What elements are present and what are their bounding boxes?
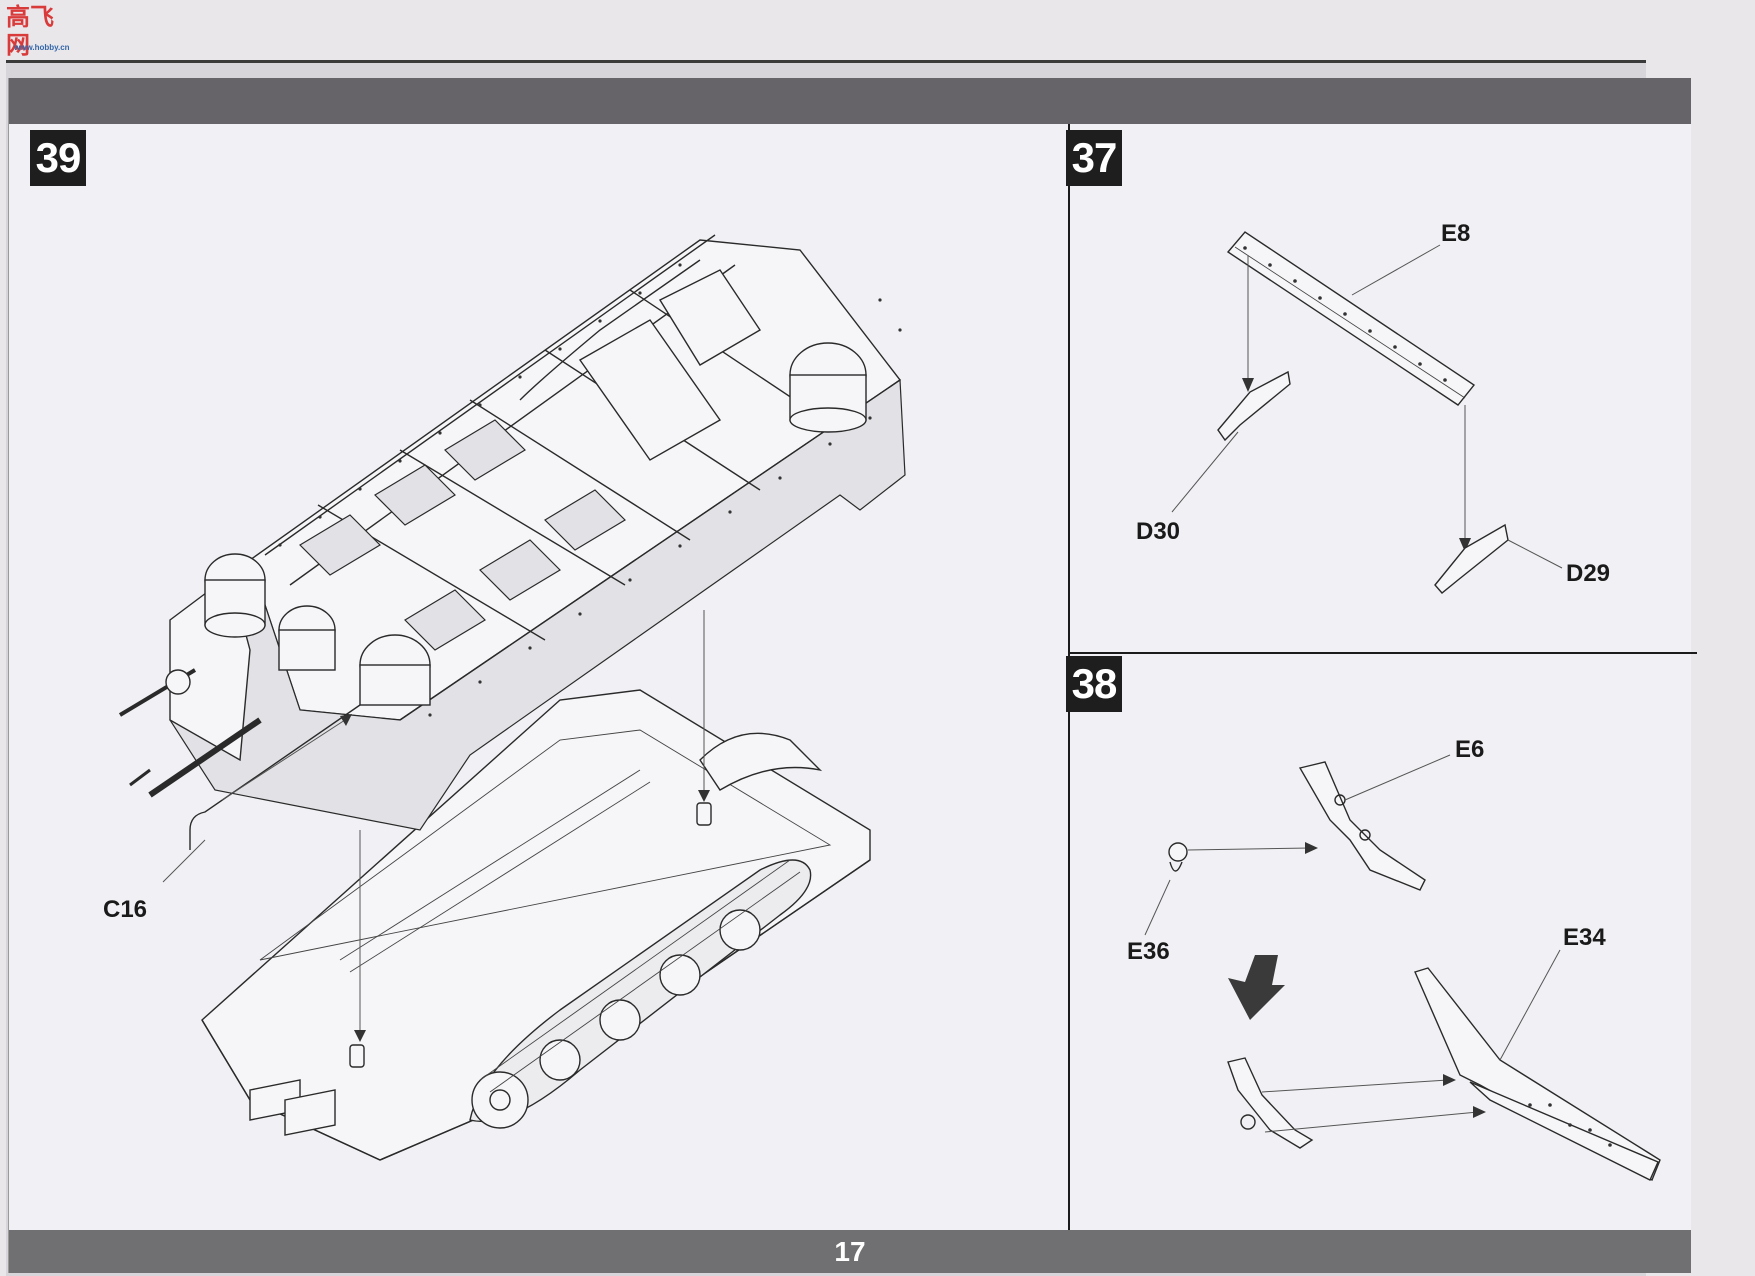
page-number: 17 — [834, 1236, 866, 1267]
logo-text: 高飞网 — [6, 4, 54, 59]
part-c16-drawing — [162, 704, 361, 883]
assembly-arrow — [1228, 955, 1285, 1020]
site-logo: 高飞网 www.hobby.cn — [6, 4, 76, 59]
logo-url: www.hobby.cn — [14, 43, 70, 52]
part-label-d30: D30 — [1136, 518, 1181, 545]
part-label-e36: E36 — [1127, 938, 1170, 965]
part-d29-drawing — [1434, 523, 1563, 594]
panel-divider-horizontal — [1069, 652, 1697, 654]
step-badge-38: 38 — [1066, 656, 1122, 712]
part-d30-drawing — [1171, 370, 1291, 513]
assembled-e6-drawing — [1227, 1057, 1486, 1149]
part-label-d29: D29 — [1566, 560, 1611, 587]
part-e34-drawing — [1414, 949, 1661, 1181]
part-label-c16: C16 — [103, 896, 148, 923]
bottom-band: 17 — [9, 1230, 1691, 1273]
part-e8-drawing — [1226, 231, 1476, 552]
top-band — [9, 78, 1691, 124]
upper-hull-drawing — [118, 234, 906, 1042]
part-label-e6: E6 — [1455, 736, 1485, 763]
step-badge-39: 39 — [30, 130, 86, 186]
part-e36-drawing — [1144, 842, 1318, 936]
lower-hull-drawing — [201, 689, 871, 1161]
part-label-e34: E34 — [1563, 924, 1606, 951]
step-badge-37: 37 — [1066, 130, 1122, 186]
part-e6-drawing — [1298, 754, 1451, 891]
part-label-e8: E8 — [1441, 220, 1471, 247]
